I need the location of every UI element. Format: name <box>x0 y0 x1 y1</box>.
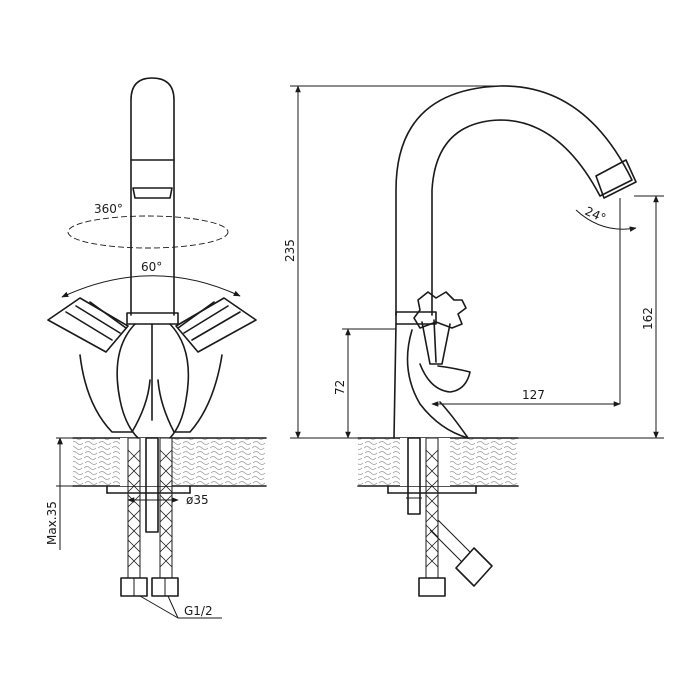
label-rotation: 360° <box>94 202 123 216</box>
label-total-height: 235 <box>283 239 297 262</box>
front-view: 360° 60° <box>45 77 267 619</box>
label-handle-height: 72 <box>333 380 347 395</box>
label-thread: G1/2 <box>184 604 213 618</box>
label-max-counter: Max.35 <box>45 501 59 545</box>
side-aerator-icon <box>595 159 637 199</box>
label-hole-diameter: ø35 <box>186 493 209 507</box>
side-handle <box>413 291 471 393</box>
angled-nut-icon <box>455 547 493 587</box>
label-reach: 127 <box>522 388 545 402</box>
front-body <box>126 312 179 325</box>
side-spout <box>395 85 633 316</box>
front-handle-right <box>157 297 257 433</box>
aerator-icon <box>132 187 173 199</box>
label-outlet-height: 162 <box>641 307 655 330</box>
side-view: 235 72 127 162 24° <box>283 85 664 597</box>
front-spout <box>130 77 175 316</box>
handle-angle-arc <box>61 275 241 298</box>
side-body <box>395 311 437 325</box>
tilt-arc <box>575 209 637 232</box>
front-handle-left <box>47 297 151 433</box>
label-handle-angle: 60° <box>141 260 162 274</box>
rotation-ellipse <box>67 215 229 249</box>
label-spout-tilt: 24° <box>583 204 608 225</box>
nut-icon <box>418 577 446 597</box>
